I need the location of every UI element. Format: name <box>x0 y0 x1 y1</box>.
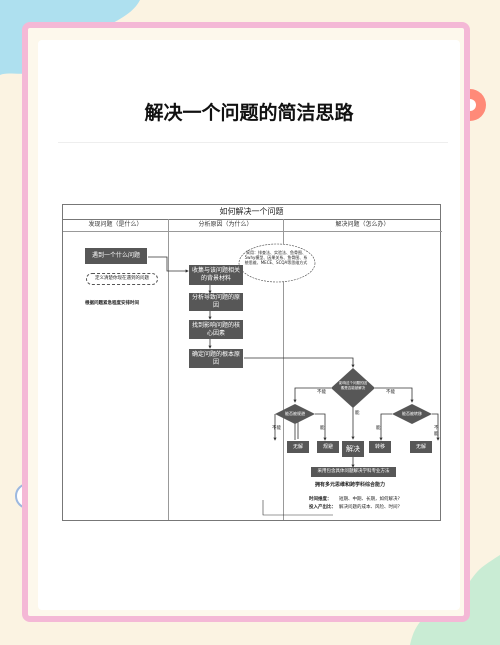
branch-yes-label: 能 <box>376 426 381 431</box>
core-factors-box: 找到影响问题的核心因素 <box>189 320 243 339</box>
solve-box: 解决 <box>342 441 364 457</box>
branch-no-label: 不能 <box>317 390 326 395</box>
branch-no-label: 不能 <box>386 390 395 395</box>
branch-yes-label: 能 <box>355 411 360 416</box>
column-header-2: 分析原因（为什么） <box>168 219 283 232</box>
no-solution-box: 无解 <box>287 441 309 453</box>
connector-lines <box>148 243 440 516</box>
time-dimension-text: 短期、中期、长期，如何解决? <box>339 497 400 502</box>
column-divider <box>168 219 169 520</box>
roi-label: 投入产出比： <box>309 505 336 510</box>
column-header-3: 解决问题（怎么办） <box>283 219 442 232</box>
avoid-box: 规避 <box>317 441 339 453</box>
no-solution-box: 无解 <box>410 441 432 453</box>
branch-no-label: 不能 <box>434 426 439 437</box>
problem-box: 遇到一个什么问题 <box>85 248 147 264</box>
title-divider <box>58 142 448 143</box>
methods-note: 采用：排查法、实验法、鱼骨图、5why模型、因果关系、鱼骨图、系统思维、MECE… <box>244 250 308 265</box>
define-problem-note: 定义清楚你现在遇到的问题 <box>86 273 158 285</box>
flowchart-diagram: 如何解决一个问题 发现问题（是什么） 分析原因（为什么） 解决问题（怎么办） <box>62 204 442 521</box>
collect-materials-box: 收集与该问题相关的背景材料 <box>189 265 243 285</box>
main-decision-label: 影响这个问题的因素是否能被解决 <box>339 381 367 390</box>
roi-text: 解决问题的成本、风险、时间？ <box>339 505 402 510</box>
professional-method-bar: 采用包含具体问题解决学科专业方法 <box>311 467 396 477</box>
column-divider <box>283 219 284 520</box>
branch-yes-label: 能 <box>320 426 325 431</box>
schedule-note: 根据问题紧急程度安排时间 <box>85 301 139 306</box>
root-cause-box: 确定问题的根本原因 <box>189 349 243 368</box>
page-title: 解决一个问题的简洁思路 <box>144 102 354 124</box>
column-header-1: 发现问题（是什么） <box>63 219 168 232</box>
branch-no-label: 不能 <box>272 426 281 431</box>
transfer-decision-label: 能否被转移 <box>402 411 422 416</box>
multi-thinking-text: 拥有多元思维和跨学科综合能力 <box>315 482 386 488</box>
time-dimension-label: 时间维度： <box>309 497 332 502</box>
transfer-box: 转移 <box>369 441 391 453</box>
avoid-decision-label: 能否被规避 <box>285 411 305 416</box>
analyze-causes-box: 分析导致问题的原因 <box>189 293 243 311</box>
diagram-title: 如何解决一个问题 <box>63 205 440 220</box>
